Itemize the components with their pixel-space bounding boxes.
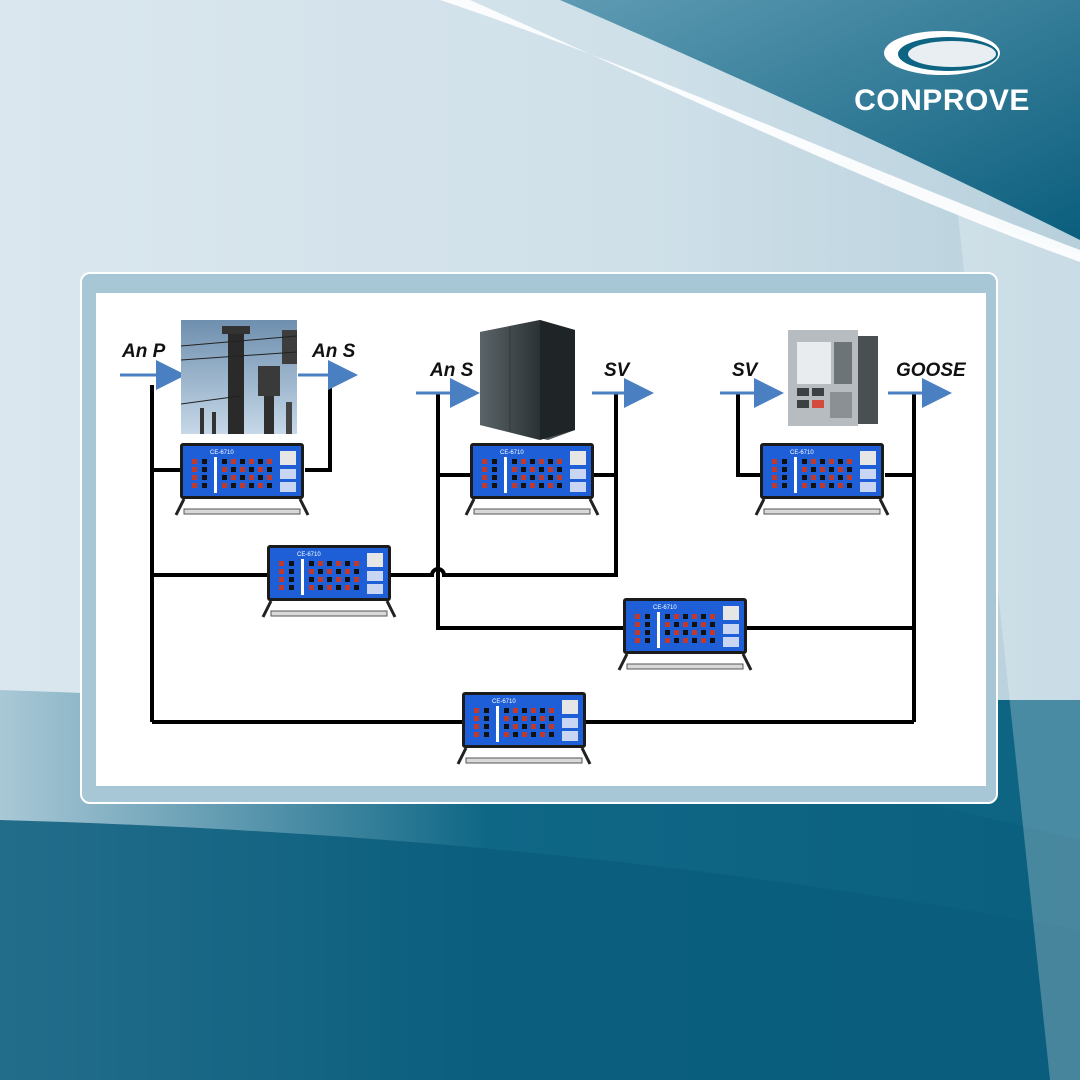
- wire-ans2-trunk: [436, 393, 625, 630]
- label-sv-in: SV: [732, 360, 758, 381]
- test-set-model: CE-6710: [500, 450, 524, 456]
- label-sv-out: SV: [604, 360, 630, 381]
- wiring: [150, 385, 916, 724]
- conprove-logo-mark: [884, 31, 1000, 75]
- merging-unit-ied: [480, 320, 575, 440]
- test-set-device: CE-6710: [617, 598, 753, 671]
- test-set-device: CE-6710: [754, 443, 890, 516]
- test-set-device: CE-6710: [464, 443, 600, 516]
- brand-name: CONPROVE: [854, 84, 1030, 117]
- substation-photo: [180, 320, 298, 434]
- test-set-model: CE-6710: [653, 605, 677, 611]
- label-an-s-in: An S: [430, 360, 474, 381]
- test-set-device: CE-6710: [261, 545, 397, 618]
- test-set-device: CE-6710: [174, 443, 310, 516]
- label-an-p-in: An P: [122, 341, 166, 362]
- wire-ans-from-dev1: [305, 385, 332, 472]
- test-set-model: CE-6710: [492, 699, 516, 705]
- conprove-logo: CONPROVE: [842, 28, 1042, 118]
- test-set-device: CE-6710: [456, 692, 592, 765]
- test-set-model: CE-6710: [297, 552, 321, 558]
- wire-sv3-to-dev3: [736, 393, 762, 477]
- label-goose-out: GOOSE: [896, 360, 966, 381]
- protection-relay-ied: [788, 330, 878, 426]
- label-an-s-out: An S: [312, 341, 356, 362]
- signal-arrows: [120, 360, 952, 408]
- test-set-model: CE-6710: [790, 450, 814, 456]
- test-set-model: CE-6710: [210, 450, 234, 456]
